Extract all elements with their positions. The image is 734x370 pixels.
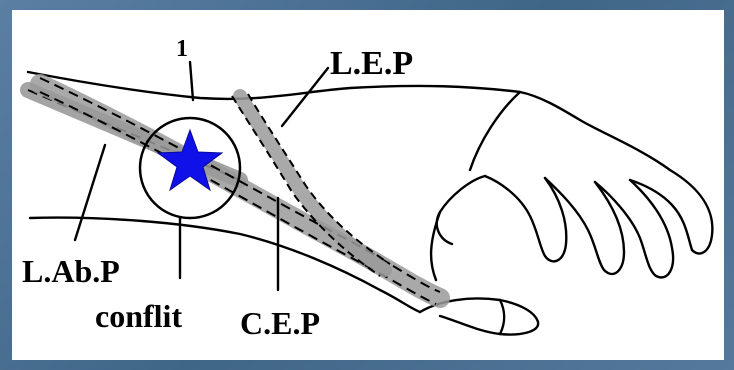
- label-conflit: conflit: [95, 298, 182, 334]
- label-number-1: 1: [176, 36, 188, 62]
- tendon-lep: [240, 96, 385, 270]
- label-lep: L.E.P: [330, 45, 413, 82]
- hand-outline: [28, 72, 712, 335]
- label-labp: L.Ab.P: [22, 253, 120, 289]
- label-cep: C.E.P: [240, 305, 320, 341]
